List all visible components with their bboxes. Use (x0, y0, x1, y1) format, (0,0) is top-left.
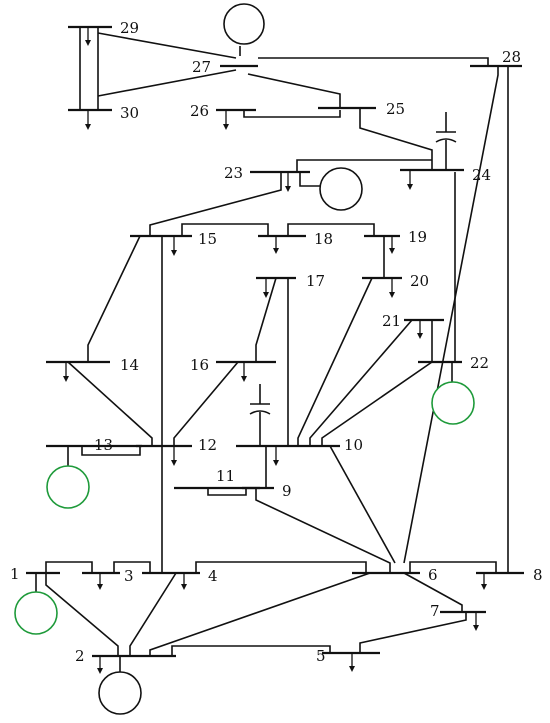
load-arrow-20 (389, 278, 395, 298)
load-arrow-7 (473, 612, 479, 631)
line-2-5 (171, 645, 331, 656)
line-17-16 (255, 277, 277, 362)
bus-label-14: 14 (120, 356, 139, 374)
line-18-19 (287, 223, 375, 236)
load-arrow-10 (273, 446, 279, 466)
line-20-10 (297, 277, 373, 446)
line-13-12 (81, 446, 141, 456)
bus-label-11: 11 (216, 467, 235, 485)
bus-label-17: 17 (306, 272, 325, 290)
line-16-12 (173, 361, 239, 446)
load-arrow-17 (263, 278, 269, 298)
line-27-30 (97, 69, 237, 97)
line-9-6 (255, 488, 391, 573)
bus-label-29: 29 (120, 19, 139, 37)
line-6-4 (195, 561, 367, 573)
loads (63, 27, 487, 674)
bus-label-12: 12 (198, 436, 217, 454)
line-15-14 (87, 235, 141, 362)
line-10-6 (329, 445, 396, 564)
bus-label-25: 25 (386, 100, 405, 118)
generator-13 (46, 465, 90, 509)
bus-label-13: 13 (94, 436, 113, 454)
line-23-15 (149, 172, 282, 236)
line-1-2 (45, 573, 119, 656)
generator-22 (431, 381, 475, 425)
bus-label-2: 2 (75, 647, 85, 665)
load-arrow-15 (171, 236, 177, 256)
generator-23 (319, 167, 363, 211)
bus-label-26: 26 (190, 102, 209, 120)
line-24-23 (296, 159, 432, 172)
line-1-3 (45, 561, 93, 573)
bus-label-23: 23 (224, 164, 243, 182)
line-27-25 (247, 73, 341, 108)
load-arrow-16 (241, 362, 247, 382)
load-arrow-5 (349, 653, 355, 672)
bus-label-24: 24 (472, 166, 491, 184)
bus-label-7: 7 (430, 602, 440, 620)
generator-27 (223, 3, 265, 45)
generator-1 (14, 591, 58, 635)
line-7-5 (359, 612, 467, 653)
line-6-2 (149, 572, 371, 656)
load-arrow-30 (85, 110, 91, 130)
line-22-10 (321, 361, 433, 446)
load-arrow-8 (481, 573, 487, 590)
bus-label-18: 18 (314, 230, 333, 248)
bus-label-3: 3 (124, 567, 134, 585)
line-6-8 (409, 561, 497, 573)
bus-label-1: 1 (10, 565, 20, 583)
capacitor-24 (435, 112, 457, 170)
line-25-26 (243, 110, 341, 118)
bus-label-4: 4 (208, 567, 218, 585)
load-arrow-19 (389, 236, 395, 254)
bus-label-9: 9 (282, 482, 292, 500)
bus-label-10: 10 (344, 436, 363, 454)
load-arrow-26 (223, 110, 229, 130)
load-arrow-4 (181, 573, 187, 590)
bus-label-27: 27 (192, 58, 211, 76)
generator-2 (98, 671, 142, 715)
bus-label-8: 8 (533, 566, 543, 584)
line-27-29 (97, 32, 237, 59)
gen-23-stem (299, 172, 320, 187)
load-arrow-3 (97, 573, 103, 590)
line-3-4 (113, 561, 151, 573)
line-21-10a (309, 319, 413, 446)
bus-label-6: 6 (428, 566, 438, 584)
load-arrow-18 (273, 236, 279, 254)
bus-label-22: 22 (470, 354, 489, 372)
bus-label-30: 30 (120, 104, 139, 122)
load-arrow-23 (285, 172, 291, 192)
capacitor-10 (249, 384, 271, 446)
bus-label-19: 19 (408, 228, 427, 246)
bus-label-28: 28 (502, 48, 521, 66)
line-9-11 (207, 488, 247, 496)
bus-label-21: 21 (382, 312, 401, 330)
line-15-18 (181, 223, 269, 236)
capacitors (249, 112, 457, 446)
line-27-28 (258, 57, 489, 66)
load-arrow-21 (417, 320, 423, 339)
load-arrow-14 (63, 362, 69, 382)
generators (14, 3, 475, 715)
line-4-2 (129, 572, 177, 656)
busbars (26, 25, 524, 658)
bus-label-5: 5 (316, 647, 326, 665)
bus-label-15: 15 (198, 230, 217, 248)
bus-label-20: 20 (410, 272, 429, 290)
bus-label-16: 16 (190, 356, 209, 374)
bus-labels: 1 2 3 4 5 6 7 8 9 10 11 12 13 14 15 16 1… (10, 19, 543, 665)
load-arrow-2 (97, 656, 103, 674)
transmission-lines (45, 27, 509, 656)
load-arrow-12 (171, 446, 177, 466)
line-6-7 (403, 572, 463, 612)
load-arrow-24 (407, 170, 413, 190)
line-14-12 (67, 361, 153, 446)
load-arrow-29 (85, 27, 91, 46)
